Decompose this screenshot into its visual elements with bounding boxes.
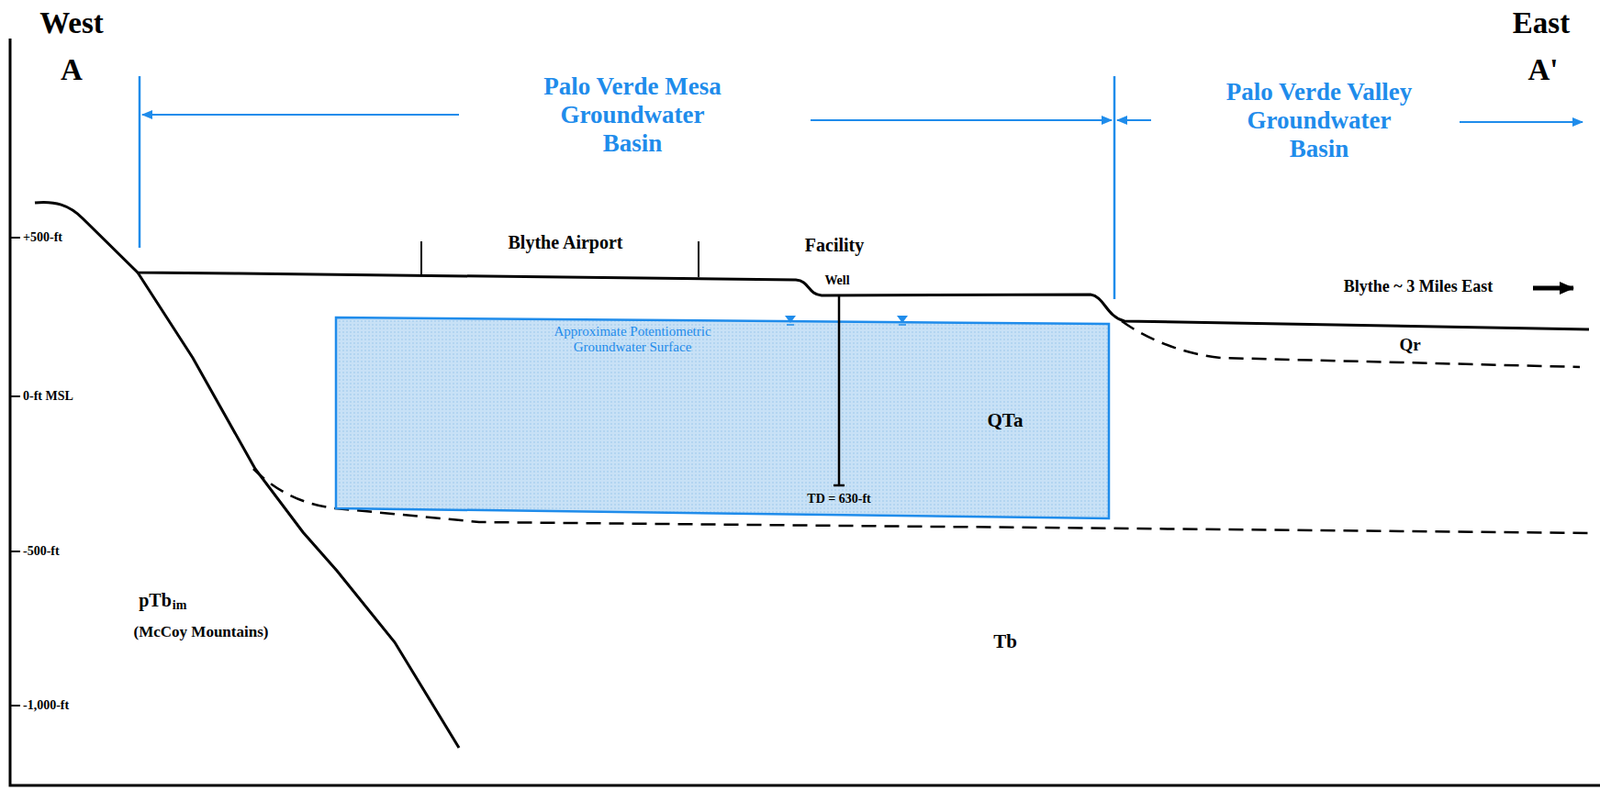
qr-contact <box>1121 321 1580 368</box>
direction-note: Blythe ~ 3 Miles East <box>1343 278 1493 297</box>
direction-arrow <box>1532 286 1574 291</box>
elevation-label: -500-ft <box>22 544 60 559</box>
basin-name: Palo Verde Mesa Groundwater Basin <box>532 72 733 158</box>
aquifer-zone: Approximate Potentiometric Groundwater S… <box>335 316 1110 520</box>
surface-label: Approximate Potentiometric Groundwater S… <box>517 324 748 357</box>
basin-arrow <box>810 119 1112 122</box>
unit-subscript: im <box>172 598 188 613</box>
basin-boundary <box>1113 76 1117 300</box>
aquifer-outline <box>335 317 1109 519</box>
frame <box>10 38 1600 786</box>
water-level-symbol <box>784 315 796 324</box>
elevation-label: +500-ft <box>22 230 63 245</box>
basin-arrow <box>1459 121 1583 124</box>
water-level-symbol <box>896 315 908 324</box>
unit-label: QTa <box>987 409 1024 432</box>
site-label: Blythe Airport <box>508 232 624 253</box>
basin-arrow <box>142 113 459 116</box>
section-letter: A' <box>1528 53 1559 87</box>
view-label: West <box>39 6 104 40</box>
unit-label: (McCoy Mountains) <box>134 624 269 642</box>
unit-label: Tb <box>993 631 1018 653</box>
elevation-label: -1,000-ft <box>22 698 69 713</box>
basin-boundary <box>138 76 142 248</box>
water-level-symbol <box>898 324 907 326</box>
well-bore <box>833 295 845 486</box>
unit-label: pTb <box>138 590 172 611</box>
site-label: Facility <box>805 234 864 256</box>
ground-surface <box>34 202 1589 330</box>
basin-name: Palo Verde Valley Groundwater Basin <box>1219 78 1420 164</box>
depth-label: TD = 630-ft <box>806 492 871 507</box>
well-label: Well <box>824 273 850 288</box>
water-level-symbol <box>786 324 795 326</box>
view-label: East <box>1512 6 1570 40</box>
elevation-label: 0-ft MSL <box>22 389 74 403</box>
axis-ticks <box>10 237 21 706</box>
unit-label: Qr <box>1398 335 1421 356</box>
section-letter: A <box>60 53 83 87</box>
basin-arrow <box>1117 119 1152 122</box>
